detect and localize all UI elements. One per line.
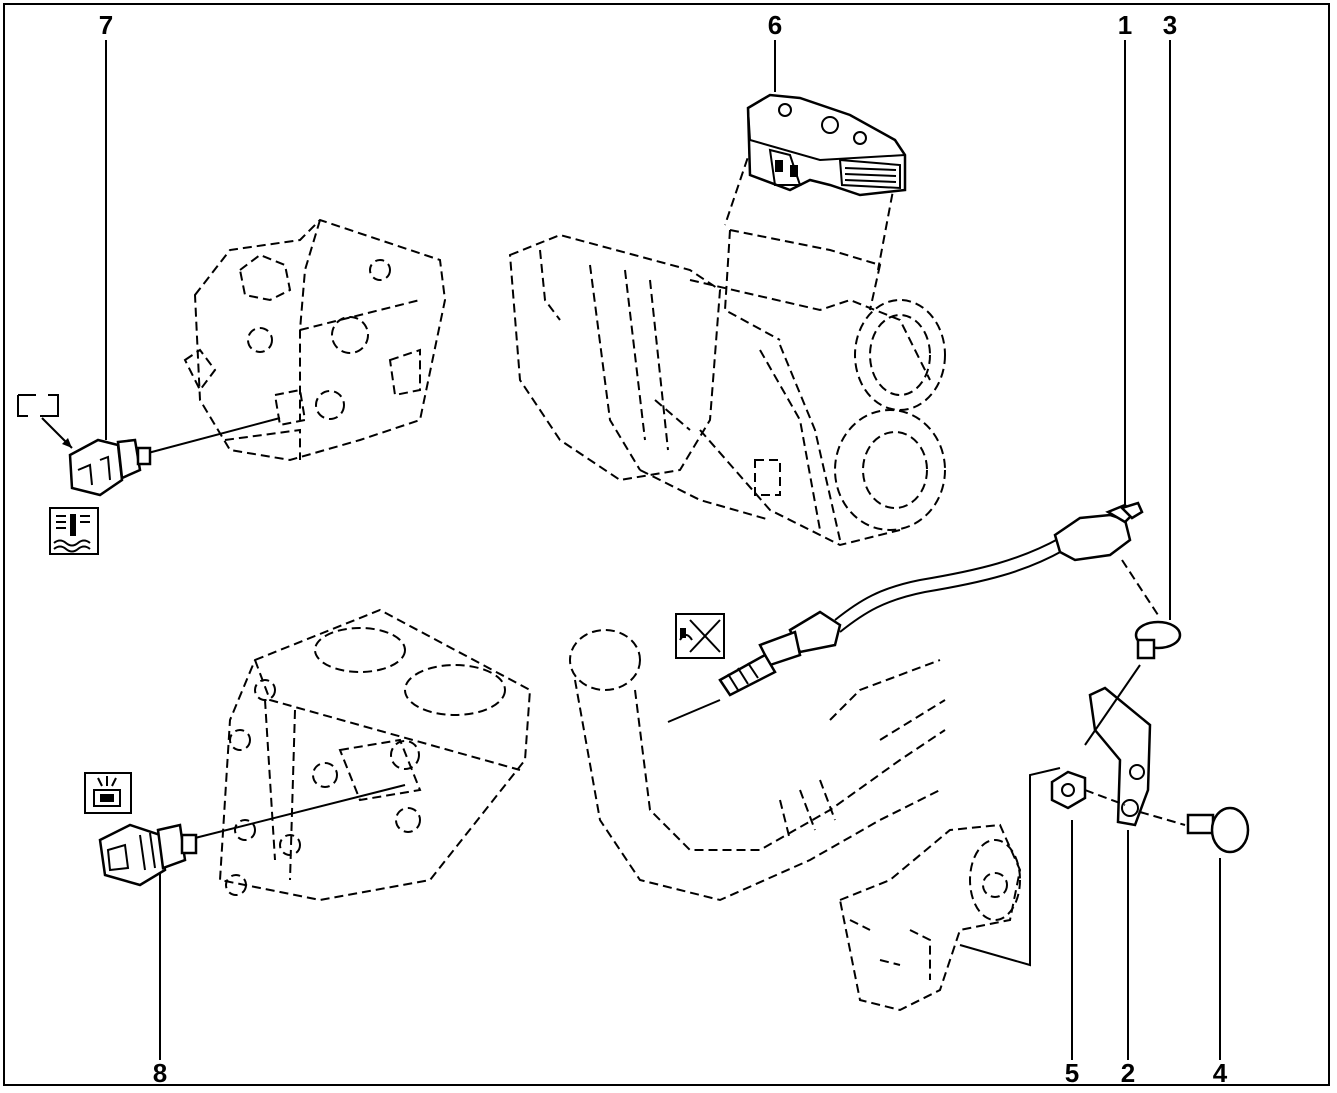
- empty-connector-box-icon: [17, 394, 59, 417]
- callout-3: 3: [1162, 10, 1178, 40]
- callout-5: 5: [1064, 1058, 1080, 1088]
- exhaust-pipe: [569, 629, 946, 902]
- engine-block-lower: [218, 608, 532, 902]
- oil-pressure-symbol-icon: [84, 772, 132, 814]
- callout-7: 7: [98, 10, 114, 40]
- intake-assembly: [508, 229, 946, 547]
- engine-block-upper: [183, 218, 447, 462]
- plug-3: [1134, 620, 1182, 660]
- bolt-4: [1139, 806, 1250, 854]
- control-module-6: [724, 93, 907, 271]
- callout-1: 1: [1117, 10, 1133, 40]
- coolant-temperature-symbol-icon: [49, 507, 99, 555]
- leader-lines: [105, 40, 1221, 1060]
- callout-8: 8: [152, 1058, 168, 1088]
- callout-6: 6: [767, 10, 783, 40]
- exhaust-sensor-symbol-icon: [675, 613, 725, 659]
- engine-mount: [838, 767, 1061, 1012]
- nut-5: [1050, 770, 1126, 810]
- bracket-2: [1084, 664, 1152, 827]
- callout-4: 4: [1212, 1058, 1228, 1088]
- callout-2: 2: [1120, 1058, 1136, 1088]
- oil-pressure-sensor-8: [98, 784, 406, 887]
- oxygen-sensor-1: [718, 501, 1159, 697]
- coolant-temperature-sensor-7: [41, 417, 281, 497]
